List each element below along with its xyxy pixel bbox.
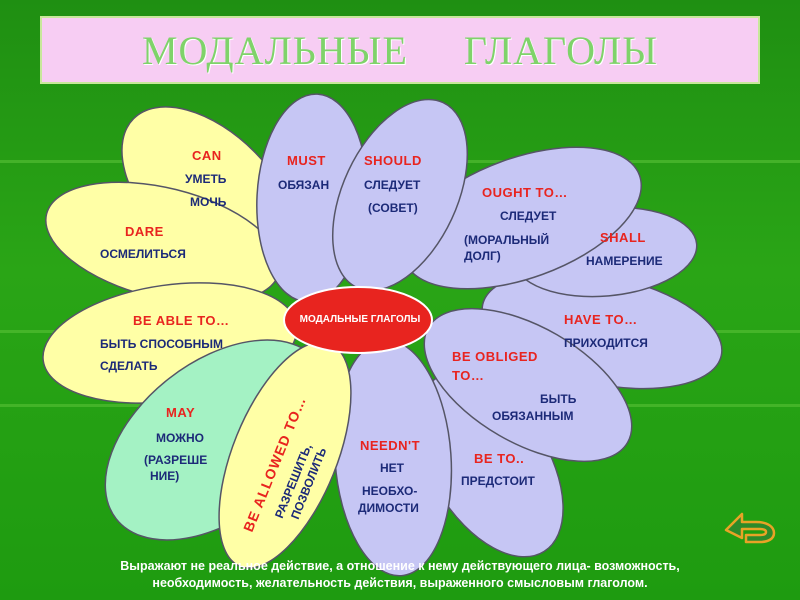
- verb-must: MUST: [287, 153, 326, 168]
- verb-be-able-to: BE ABLE TO…: [133, 313, 230, 328]
- meaning-be-obliged-1: БЫТЬ: [540, 392, 577, 406]
- title-part-1: МОДАЛЬНЫЕ: [141, 27, 408, 73]
- footer-line-2: необходимость, желательность действия, в…: [152, 576, 648, 590]
- meaning-ought-to-2: (МОРАЛЬНЫЙ: [464, 233, 550, 247]
- footer-line-1: Выражают не реальное действие, а отношен…: [120, 559, 680, 573]
- verb-ought-to: OUGHT TO…: [482, 185, 568, 200]
- meaning-neednt-2: НЕОБХО-: [362, 484, 418, 498]
- meaning-have-to-1: ПРИХОДИТСЯ: [564, 336, 648, 350]
- meaning-neednt-1: НЕТ: [380, 461, 404, 475]
- verb-be-obliged-2: TO…: [452, 368, 485, 383]
- meaning-neednt-3: ДИМОСТИ: [358, 501, 419, 515]
- title-banner: МОДАЛЬНЫЕ ГЛАГОЛЫ: [40, 16, 760, 84]
- meaning-be-able-to-2: СДЕЛАТЬ: [100, 359, 158, 373]
- verb-can: CAN: [192, 148, 222, 163]
- verb-be-to: BE TO..: [474, 451, 525, 466]
- footer-text: Выражают не реальное действие, а отношен…: [20, 558, 780, 592]
- meaning-ought-to-3: ДОЛГ): [464, 249, 501, 263]
- meaning-can-1: УМЕТЬ: [185, 172, 227, 186]
- meaning-may-1: МОЖНО: [156, 431, 205, 445]
- meaning-should-2: (СОВЕТ): [368, 201, 418, 215]
- meaning-be-able-to-1: БЫТЬ СПОСОБНЫМ: [100, 337, 224, 351]
- title-part-2: ГЛАГОЛЫ: [463, 27, 659, 73]
- meaning-should-1: СЛЕДУЕТ: [364, 178, 421, 192]
- meaning-be-to-1: ПРЕДСТОИТ: [461, 474, 535, 488]
- verb-neednt: NEEDN'T: [360, 438, 421, 453]
- meaning-ought-to-1: СЛЕДУЕТ: [500, 209, 557, 223]
- verb-dare: DARE: [125, 224, 164, 239]
- verb-have-to: HAVE TO…: [564, 312, 638, 327]
- center-circle: [283, 286, 433, 354]
- meaning-may-3: НИЕ): [150, 469, 180, 483]
- meaning-shall-1: НАМЕРЕНИЕ: [586, 254, 663, 268]
- meaning-must-1: ОБЯЗАН: [278, 178, 330, 192]
- meaning-can-2: МОЧЬ: [190, 195, 227, 209]
- verb-be-obliged-1: BE OBLIGED: [452, 349, 538, 364]
- meaning-may-2: (РАЗРЕШЕ: [144, 453, 208, 467]
- meaning-be-obliged-2: ОБЯЗАННЫМ: [492, 409, 574, 423]
- verb-shall: SHALL: [600, 230, 646, 245]
- meaning-dare-1: ОСМЕЛИТЬСЯ: [100, 247, 186, 261]
- verb-may: MAY: [166, 405, 196, 420]
- center-label: МОДАЛЬНЫЕ ГЛАГОЛЫ: [299, 314, 421, 325]
- verb-should: SHOULD: [364, 153, 422, 168]
- curved-return-arrow-icon[interactable]: [716, 508, 780, 546]
